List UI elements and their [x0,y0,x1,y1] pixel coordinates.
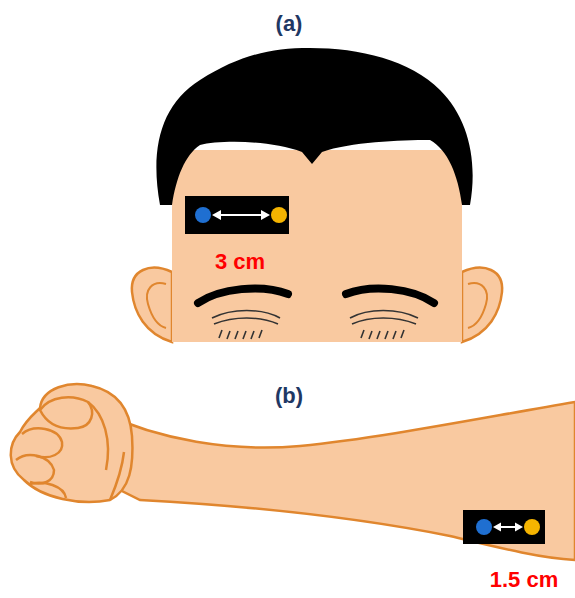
dimension-label: 3 cm [215,251,265,273]
dimension-label: 1.5 cm [490,569,559,591]
panel-label: (b) [275,385,303,407]
fist [11,384,133,502]
eyebrows [198,288,434,303]
panel-label: (a) [276,13,303,35]
ear-right [462,268,502,342]
forearm [100,402,575,560]
ear-left [132,268,172,342]
closed-eyes [212,311,418,340]
arm-sensor [463,510,545,544]
face [172,150,462,342]
forehead-sensor [185,196,289,234]
hair [156,48,472,205]
